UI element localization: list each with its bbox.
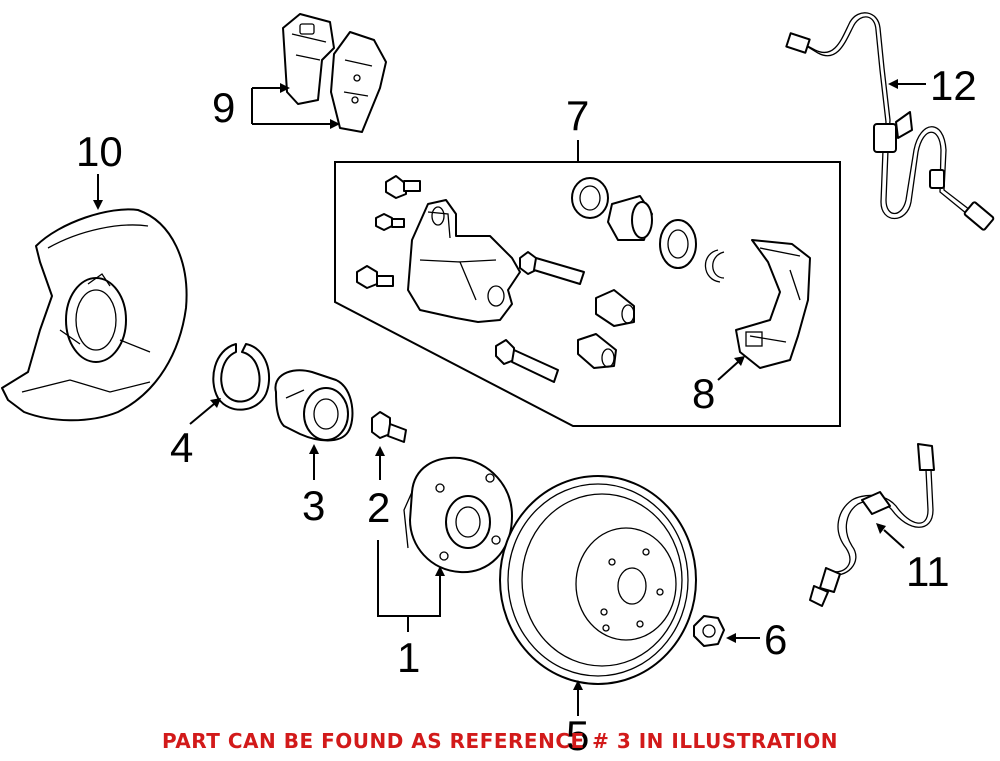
lug-nut — [693, 615, 725, 647]
callout-9: 9 — [212, 84, 235, 131]
callout-11: 11 — [906, 548, 950, 595]
callout-4: 4 — [170, 424, 193, 471]
abs-sensor-lower — [809, 443, 935, 607]
callout-7: 7 — [566, 92, 589, 139]
callout-1: 1 — [397, 634, 420, 681]
callout-numbers: 1 2 3 4 5 6 7 8 9 10 11 12 — [76, 62, 977, 759]
brake-pads — [282, 13, 387, 133]
dust-shield — [1, 208, 188, 422]
callout-10: 10 — [76, 128, 123, 175]
wheel-hub — [403, 456, 513, 574]
hub-bolt — [371, 411, 407, 443]
abs-sensor-upper — [785, 12, 995, 231]
reference-notice: PART CAN BE FOUND AS REFERENCE # 3 IN IL… — [161, 729, 839, 753]
callout-2: 2 — [367, 484, 390, 531]
callout-5: 5 — [566, 712, 589, 759]
callout-3: 3 — [302, 482, 325, 529]
brake-rotor — [499, 475, 697, 685]
callout-6: 6 — [764, 616, 787, 663]
snap-ring — [212, 343, 271, 411]
wheel-bearing — [274, 369, 354, 442]
leader-lines — [93, 79, 926, 716]
caliper-kit-box — [334, 161, 841, 427]
callout-12: 12 — [930, 62, 977, 109]
caliper-bracket — [735, 239, 811, 369]
callout-8: 8 — [692, 370, 715, 417]
